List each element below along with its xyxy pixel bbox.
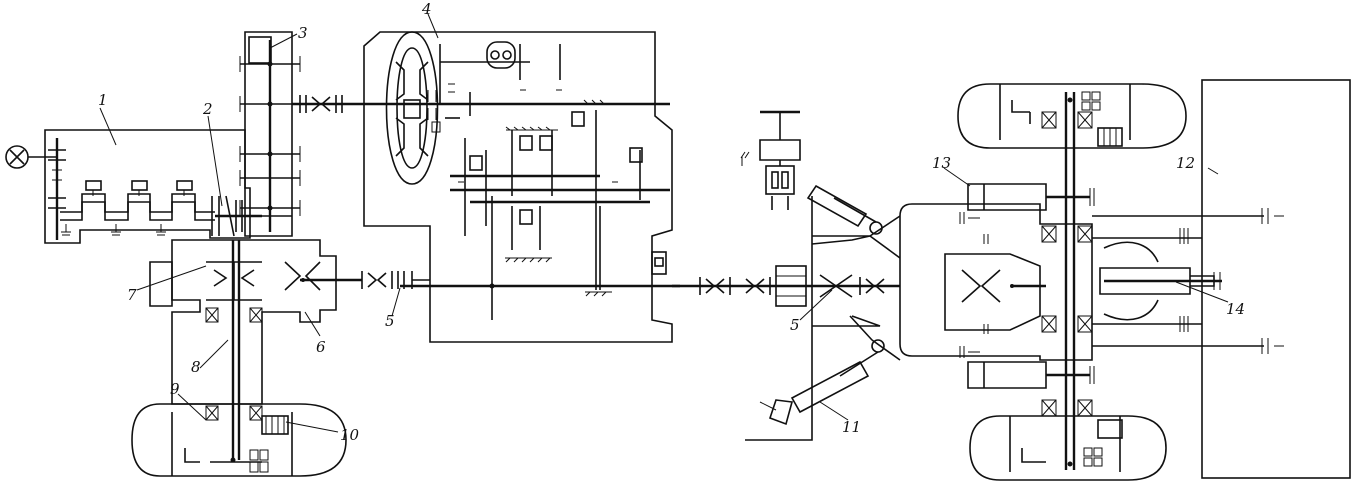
articulation-frame [745,196,901,441]
steering-wheel-icon [740,110,801,210]
callout-6: 6 [316,338,326,356]
engine [44,129,251,244]
callout-12: 12 [1176,154,1195,172]
boom-cylinder-upper [967,183,1095,211]
callout-14: 14 [1226,300,1245,318]
callout-3: 3 [298,24,308,42]
implement-linkage [1092,208,1284,354]
clutch [211,195,262,237]
rear-cardan-shaft [672,265,900,307]
boom-cylinder-lower [967,361,1095,389]
upper-cardan-shaft [292,95,372,113]
implement-body [1201,79,1351,479]
callout-10: 10 [340,426,360,444]
front-cardan-shaft [361,271,430,289]
callout-8: 8 [191,358,201,376]
fan-icon [5,145,57,169]
rear-wheel-upper [957,83,1187,149]
callout-13: 13 [932,154,951,172]
callout-2: 2 [202,100,213,118]
transfer-gearbox [239,31,301,237]
bucket-cylinder [1099,241,1222,321]
callout-11: 11 [842,418,861,436]
rear-wheel-lower [969,399,1167,481]
callout-4: 4 [421,0,432,18]
main-gearbox [363,31,680,343]
callouts: 1 2 3 4 5 6 7 8 9 10 5 11 12 13 14 [98,0,1245,444]
callout-leaders [99,13,1229,433]
callout-7: 7 [127,286,137,304]
callout-9: 9 [170,380,180,398]
callout-1: 1 [98,91,108,109]
callout-5-rear: 5 [790,316,800,334]
upper-steering-cylinder [806,184,877,228]
front-axle [149,239,362,460]
callout-5-front: 5 [385,312,395,330]
lower-steering-cylinder [759,351,879,426]
front-wheel [131,403,347,477]
